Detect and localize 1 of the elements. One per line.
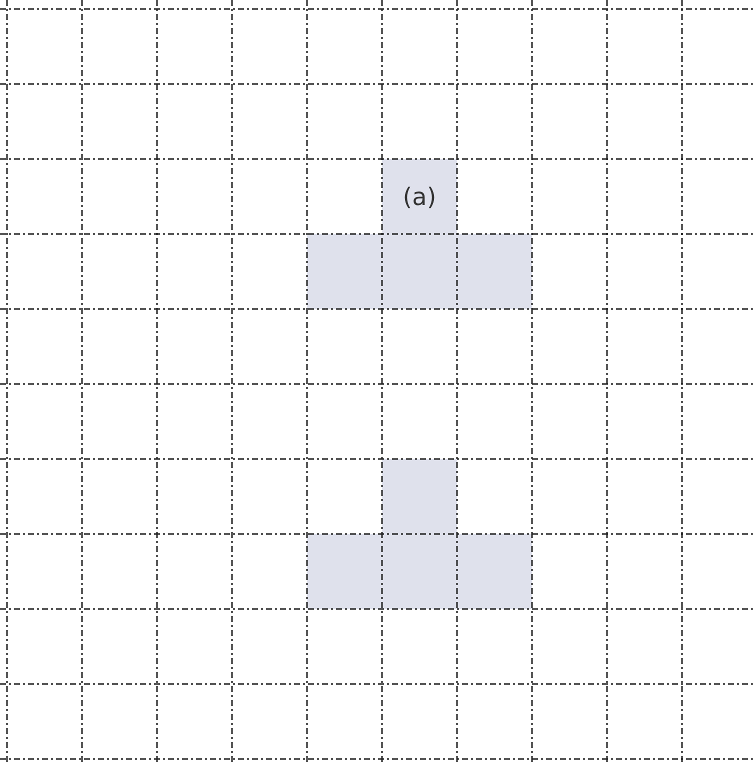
shape-label: (a) [402,182,438,212]
